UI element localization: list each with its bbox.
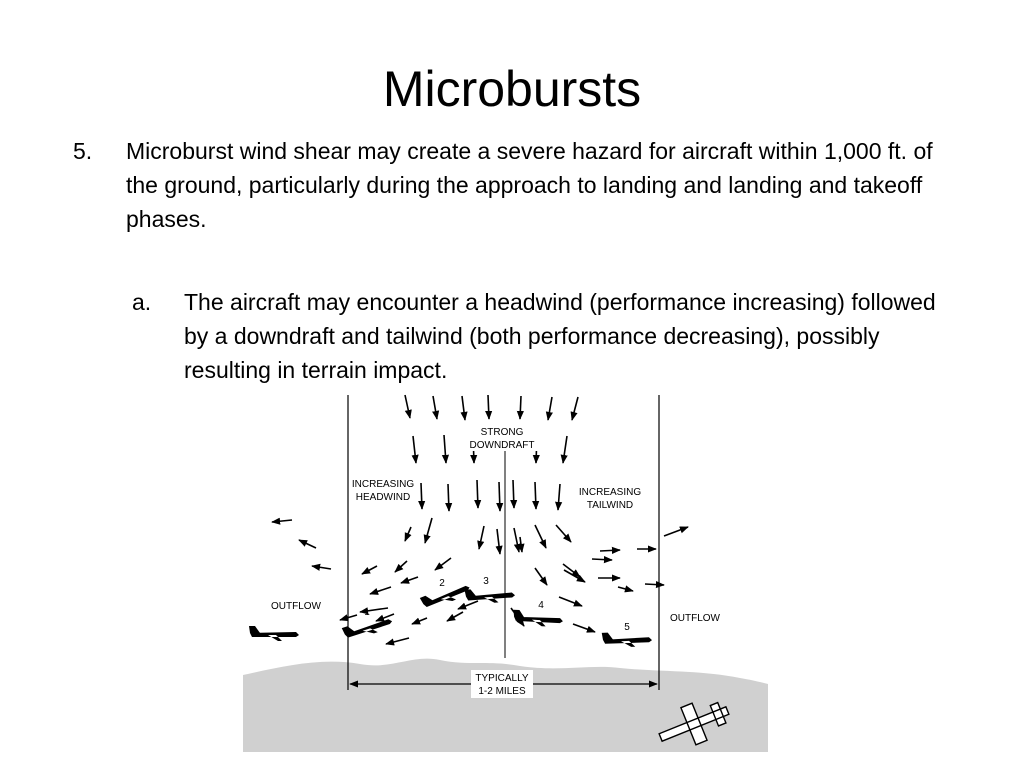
- wind-arrow: [563, 569, 586, 583]
- wind-arrow: [394, 560, 408, 573]
- aircraft-position-4: [513, 609, 563, 627]
- wind-arrow: [385, 637, 410, 646]
- wind-arrow: [555, 524, 572, 543]
- wind-arrow: [477, 525, 485, 550]
- strong-downdraft-label-line1: STRONG: [481, 427, 524, 438]
- bullet-point-5: 5. Microburst wind shear may create a se…: [73, 134, 953, 236]
- strong-downdraft-label-line2: DOWNDRAFT: [470, 440, 535, 451]
- wind-arrow: [400, 576, 419, 584]
- aircraft-position-3-label: 3: [483, 576, 489, 587]
- distance-label-line2: 1-2 MILES: [478, 686, 526, 697]
- outflow-left-label: OUTFLOW: [271, 601, 322, 612]
- wind-arrow: [570, 396, 579, 421]
- outflow-right-label: OUTFLOW: [670, 613, 721, 624]
- increasing-tailwind-label-line1: INCREASING: [579, 487, 641, 498]
- wind-arrow: [423, 517, 433, 544]
- wind-arrow: [339, 614, 358, 622]
- aircraft-position-4-label: 4: [538, 600, 544, 611]
- aircraft-position-3: [464, 589, 516, 603]
- aircraft-position-1: [341, 619, 393, 638]
- aircraft-position-1-label: 1: [364, 607, 370, 618]
- aircraft-position-5: [601, 632, 653, 647]
- wind-arrow: [545, 396, 553, 421]
- wind-arrow: [534, 524, 547, 549]
- wind-arrow: [485, 394, 493, 420]
- downdraft-label-box: [466, 423, 538, 451]
- wind-arrow: [359, 607, 389, 615]
- wind-arrow: [369, 586, 392, 595]
- wind-arrow: [404, 526, 412, 542]
- increasing-headwind-label-line2: HEADWIND: [356, 492, 410, 503]
- wind-arrow: [532, 481, 540, 510]
- distance-label-line1: TYPICALLY: [475, 673, 528, 684]
- wind-arrow: [460, 395, 468, 421]
- wind-arrow: [457, 600, 479, 610]
- wind-arrow: [591, 555, 613, 564]
- wind-arrow: [271, 517, 293, 525]
- wind-arrow: [432, 395, 440, 420]
- wind-arrow: [418, 482, 426, 510]
- wind-arrow: [311, 563, 332, 571]
- sub-bullet-text: The aircraft may encounter a headwind (p…: [184, 289, 936, 383]
- wind-arrow: [441, 434, 450, 464]
- wind-arrow: [411, 435, 419, 464]
- crashed-aircraft-outline: [658, 701, 730, 746]
- wind-arrow: [560, 435, 568, 464]
- outflow-aircraft-silhouette: [249, 626, 299, 641]
- wind-arrow: [495, 528, 503, 555]
- bullet-text: Microburst wind shear may create a sever…: [126, 138, 933, 232]
- wind-arrow: [534, 567, 548, 586]
- wind-arrow: [517, 536, 525, 553]
- wind-arrow: [555, 483, 563, 511]
- aircraft-position-2-label: 2: [439, 578, 445, 589]
- wind-arrow: [496, 481, 504, 512]
- wind-arrow: [663, 526, 689, 537]
- wind-arrow: [644, 580, 665, 589]
- slide-title: Microbursts: [382, 61, 642, 117]
- wind-arrow: [375, 613, 395, 622]
- wind-arrow: [513, 527, 521, 553]
- bullet-point-a: a. The aircraft may encounter a headwind…: [132, 285, 952, 387]
- wind-arrow: [510, 479, 518, 509]
- wind-arrow: [404, 394, 412, 419]
- aircraft-position-5-label: 5: [624, 622, 630, 633]
- aircraft-position-2: [419, 585, 470, 608]
- distance-label-box: [471, 670, 533, 698]
- wind-arrow: [617, 585, 634, 593]
- wind-arrow: [445, 483, 453, 512]
- wind-arrow: [516, 395, 524, 420]
- wind-arrow: [474, 479, 482, 509]
- wind-arrow: [562, 563, 581, 578]
- bullet-number: 5.: [73, 138, 93, 164]
- wind-arrow: [361, 565, 378, 575]
- sub-bullet-letter: a.: [132, 289, 152, 315]
- wind-arrow: [599, 546, 621, 555]
- wind-arrow: [298, 539, 317, 549]
- wind-arrow: [558, 596, 583, 607]
- wind-arrow: [411, 617, 428, 625]
- wind-arrow: [572, 623, 596, 633]
- increasing-tailwind-label-line2: TAILWIND: [587, 500, 633, 511]
- increasing-headwind-label-line1: INCREASING: [352, 479, 414, 490]
- wind-arrow: [446, 611, 464, 622]
- wind-arrow: [434, 557, 452, 571]
